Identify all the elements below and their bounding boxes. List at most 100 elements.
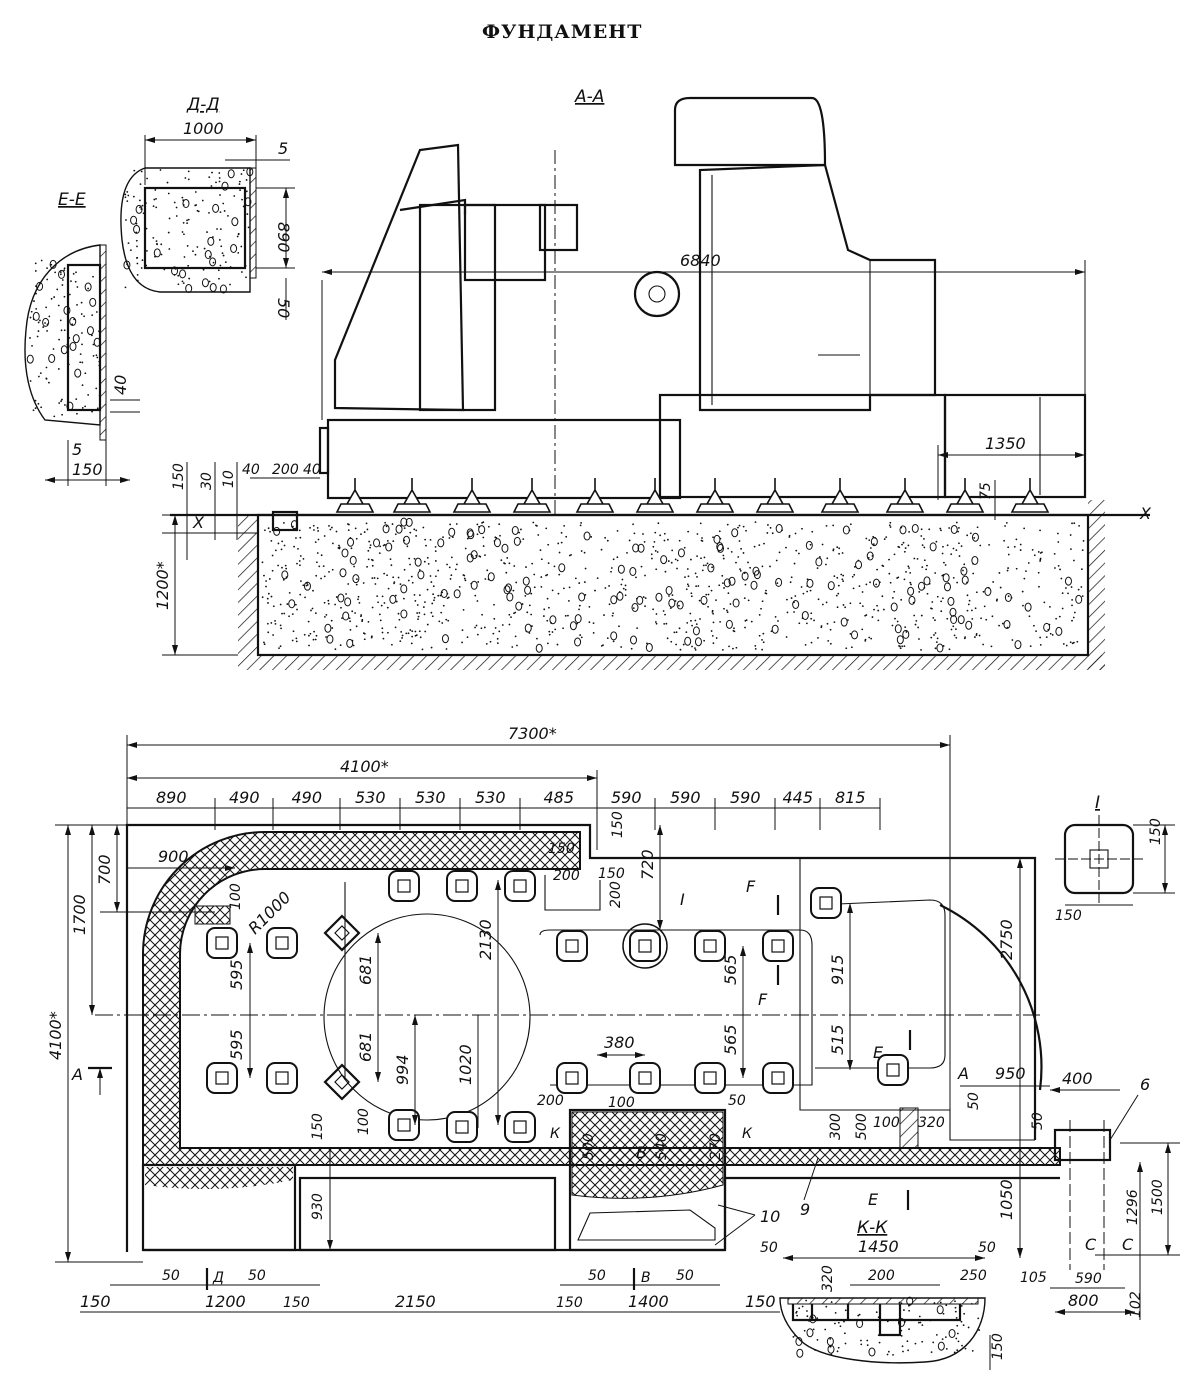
aggregate-mark: [282, 578, 285, 581]
aggregate-mark: [34, 399, 37, 402]
aggregate-mark: [600, 548, 603, 551]
aggregate-mark: [952, 576, 955, 579]
aggregate-mark: [338, 544, 340, 547]
aggregate-mark: [932, 1341, 935, 1344]
aggregate-mark: [123, 260, 131, 270]
aggregate-mark: [803, 1329, 806, 1332]
aggregate-mark: [506, 592, 514, 602]
aggregate-mark: [413, 557, 416, 560]
aggregate-mark: [153, 248, 161, 258]
aggregate-mark: [48, 381, 50, 384]
aggregate-mark: [703, 556, 706, 559]
aggregate-mark: [913, 557, 916, 560]
aggregate-mark: [145, 202, 147, 204]
aggregate-mark: [662, 610, 665, 612]
aggregate-mark: [268, 578, 271, 580]
dim-label: 681: [356, 954, 375, 985]
aggregate-mark: [58, 402, 61, 404]
aggregate-mark: [899, 647, 902, 650]
aggregate-mark: [903, 645, 906, 648]
aggregate-mark: [369, 546, 371, 549]
aggregate-mark: [564, 614, 567, 617]
aggregate-mark: [851, 630, 859, 640]
dim-label: 681: [356, 1031, 375, 1062]
aggregate-mark: [801, 527, 803, 530]
anchor-bolt: [886, 1063, 900, 1077]
dim-label: 300: [828, 1113, 844, 1140]
aggregate-mark: [842, 604, 845, 606]
aggregate-mark: [153, 198, 156, 201]
aggregate-mark: [843, 1320, 845, 1323]
aggregate-mark: [711, 611, 714, 613]
aggregate-mark: [626, 551, 628, 554]
dim-label: 50: [588, 1268, 606, 1284]
aggregate-mark: [79, 361, 82, 364]
aggregate-mark: [905, 571, 907, 573]
aggregate-mark: [464, 579, 467, 582]
aggregate-mark: [360, 615, 362, 618]
aggregate-mark: [203, 247, 206, 250]
aggregate-mark: [686, 583, 689, 586]
aggregate-mark: [713, 534, 721, 544]
aggregate-mark: [440, 588, 448, 598]
aggregate-mark: [371, 564, 374, 567]
aggregate-mark: [378, 552, 381, 555]
bottom-dimension-rows: 50 Д 50 50 B 50 150 1200 150 2150 150 14…: [80, 1268, 780, 1313]
aggregate-mark: [882, 608, 885, 611]
aggregate-mark: [1015, 567, 1018, 570]
aggregate-mark: [434, 575, 437, 578]
aggregate-mark: [434, 560, 437, 562]
aggregate-mark: [272, 634, 275, 636]
aggregate-mark: [950, 628, 953, 631]
aggregate-mark: [400, 584, 408, 594]
aggregate-mark: [958, 542, 960, 545]
aggregate-mark: [307, 634, 310, 637]
aggregate-mark: [184, 177, 187, 179]
aggregate-mark: [612, 612, 614, 615]
aggregate-mark: [318, 565, 321, 568]
aggregate-mark: [155, 186, 158, 189]
aggregate-mark: [208, 280, 211, 283]
aggregate-mark: [771, 532, 774, 535]
aggregate-mark: [305, 584, 308, 587]
aggregate-mark: [247, 226, 250, 229]
aggregate-mark: [413, 528, 416, 531]
aggregate-mark: [1045, 636, 1048, 639]
aggregate-mark: [32, 311, 40, 321]
aggregate-mark: [482, 536, 485, 539]
aggregate-mark: [651, 557, 653, 560]
aggregate-mark: [774, 616, 777, 618]
aggregate-mark: [1039, 558, 1042, 561]
aggregate-mark: [93, 337, 101, 347]
aggregate-mark: [988, 543, 990, 546]
aggregate-mark: [1003, 619, 1011, 629]
aggregate-mark: [182, 282, 185, 285]
aggregate-mark: [48, 353, 56, 363]
aggregate-mark: [407, 632, 410, 635]
aggregate-mark: [79, 353, 82, 356]
aggregate-mark: [349, 537, 352, 539]
aggregate-mark: [567, 600, 570, 602]
aggregate-mark: [331, 627, 334, 629]
aggregate-mark: [952, 625, 955, 628]
aggregate-mark: [387, 587, 390, 590]
aggregate-mark: [701, 540, 704, 542]
concrete-mass: [24, 244, 101, 426]
aggregate-mark: [940, 610, 943, 613]
aggregate-mark: [711, 566, 714, 569]
aggregate-mark: [935, 641, 938, 644]
aggregate-mark: [382, 544, 385, 547]
aggregate-mark: [694, 647, 696, 650]
aggregate-mark: [245, 179, 248, 181]
dim-label: 150: [1148, 818, 1164, 845]
aggregate-mark: [1073, 611, 1076, 614]
aggregate-mark: [753, 545, 756, 548]
aggregate-mark: [644, 597, 647, 600]
aggregate-mark: [291, 613, 294, 616]
dim-label: 515: [828, 1024, 847, 1055]
aggregate-mark: [990, 645, 993, 648]
aggregate-mark: [923, 559, 926, 562]
aggregate-mark: [481, 613, 484, 616]
aggregate-mark: [265, 580, 267, 582]
aggregate-mark: [219, 284, 227, 294]
